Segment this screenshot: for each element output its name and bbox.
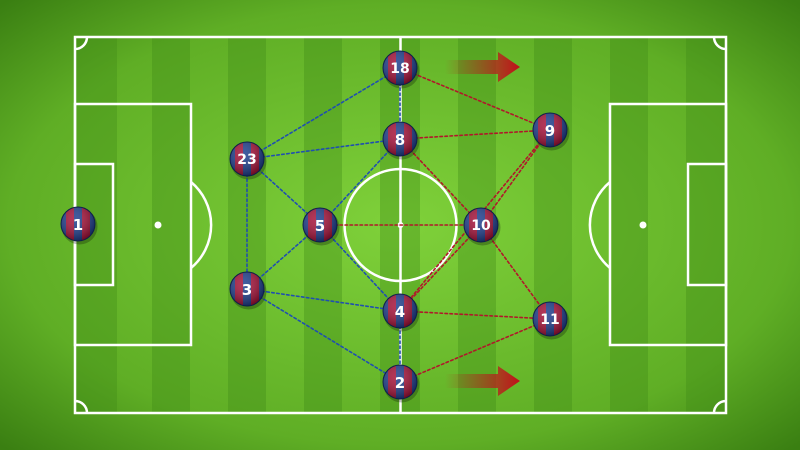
corner-arc-top-left — [74, 36, 89, 51]
player-1: 1 — [60, 206, 98, 245]
player-number: 2 — [395, 374, 405, 392]
link-p9-p10 — [480, 129, 551, 226]
link-p23-p18 — [246, 67, 401, 160]
player-kit-shade — [383, 294, 417, 328]
corner-arc-bottom-left — [74, 399, 89, 414]
player-number: 5 — [315, 217, 325, 235]
player-outline — [532, 301, 568, 337]
left-penalty-arc — [190, 181, 213, 269]
player-number: 9 — [545, 122, 555, 140]
arrow-top-icon — [445, 52, 520, 82]
player-kit-shade — [230, 272, 264, 306]
link-p5-p4 — [319, 224, 401, 312]
player-kit-shade — [533, 113, 567, 147]
player-outline — [229, 141, 265, 177]
link-p2-p11 — [399, 318, 551, 383]
player-kit-shade — [464, 208, 498, 242]
player-outline — [382, 121, 418, 157]
player-outline — [382, 50, 418, 86]
player-outline — [382, 293, 418, 329]
player-number: 11 — [540, 312, 559, 328]
player-outline — [382, 364, 418, 400]
player-kit-shade — [383, 365, 417, 399]
player-number: 4 — [395, 303, 405, 321]
player-2: 2 — [382, 364, 420, 403]
link-p3-p4 — [246, 288, 401, 312]
player-3: 3 — [229, 271, 267, 310]
link-p18-p9 — [399, 67, 551, 131]
player-kit-shade — [61, 207, 95, 241]
link-p8-p10 — [399, 138, 482, 226]
link-p3-p2 — [246, 288, 401, 383]
corner-arc-top-right — [712, 36, 727, 51]
player-9: 9 — [532, 112, 570, 151]
player-10: 10 — [463, 207, 501, 246]
player-number: 8 — [395, 131, 405, 149]
link-p4-p11 — [399, 310, 551, 320]
player-outline — [463, 207, 499, 243]
link-p10-p11 — [480, 224, 551, 320]
movement-arrows — [445, 52, 520, 396]
player-number: 23 — [237, 152, 256, 168]
player-number: 18 — [390, 61, 409, 77]
player-outline — [532, 112, 568, 148]
right-penalty-arc — [588, 181, 611, 269]
player-number: 3 — [242, 281, 252, 299]
player-outline — [302, 207, 338, 243]
player-11: 11 — [532, 301, 570, 340]
player-8: 8 — [382, 121, 420, 160]
player-4: 4 — [382, 293, 420, 332]
player-kit-shade — [533, 302, 567, 336]
link-p23-p8 — [246, 138, 401, 160]
player-number: 10 — [471, 218, 491, 234]
right-goal-area — [686, 162, 728, 287]
player-outline — [60, 206, 96, 242]
link-p5-p8 — [319, 138, 401, 226]
corner-arc-bottom-right — [712, 399, 727, 414]
link-p10-p4 — [399, 224, 482, 312]
arrow-bottom-icon — [445, 366, 520, 396]
left-penalty-spot — [154, 221, 162, 229]
player-kit-shade — [230, 142, 264, 176]
player-kit-shade — [383, 51, 417, 85]
player-number: 1 — [73, 216, 83, 234]
player-kit-shade — [303, 208, 337, 242]
player-outline — [229, 271, 265, 307]
player-kit-shade — [383, 122, 417, 156]
player-5: 5 — [302, 207, 340, 246]
link-p8-p9 — [399, 129, 551, 140]
player-23: 23 — [229, 141, 267, 180]
right-penalty-spot — [639, 221, 647, 229]
player-18: 18 — [382, 50, 420, 89]
